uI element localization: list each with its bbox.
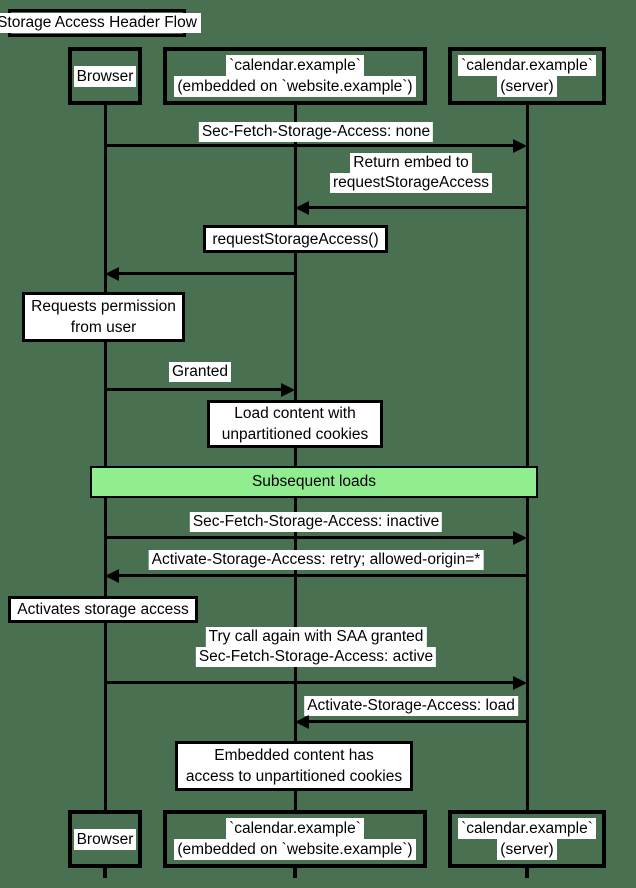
message-label-activate-load: Activate-Storage-Access: load <box>304 696 518 716</box>
arrowhead-left-icon <box>295 201 309 215</box>
actor-server-bottom: `calendar.example` (server) <box>448 810 606 868</box>
arrowhead-left-icon <box>105 569 119 583</box>
arrow-browser-to-server-1 <box>105 144 513 147</box>
arrowhead-left-icon <box>295 715 309 729</box>
message-label-return-embed: Return embed to requestStorageAccess <box>330 153 492 193</box>
actor-server-label-line2: (server) <box>497 76 557 97</box>
note-load-content: Load content with unpartitioned cookies <box>207 400 383 448</box>
arrowhead-left-icon <box>105 267 119 281</box>
lifeline-stub-browser <box>103 868 107 878</box>
actor-server-label-line2: (server) <box>497 839 557 860</box>
arrow-browser-to-server-3 <box>105 681 513 684</box>
message-label-sec-fetch-inactive: Sec-Fetch-Storage-Access: inactive <box>189 512 443 532</box>
actor-server-top: `calendar.example` (server) <box>448 47 606 105</box>
arrowhead-right-icon <box>513 676 527 690</box>
note-activates-storage-access: Activates storage access <box>8 596 198 623</box>
actor-embed-label-line1: `calendar.example` <box>226 55 364 76</box>
message-label-activate-retry: Activate-Storage-Access: retry; allowed-… <box>148 550 484 570</box>
actor-browser-top: Browser <box>68 47 142 105</box>
actor-browser-label: Browser <box>73 828 137 850</box>
actor-embed-top: `calendar.example` (embedded on `website… <box>163 47 427 105</box>
note-requests-permission: Requests permission from user <box>22 292 185 342</box>
lifeline-embed <box>294 105 297 810</box>
actor-embed-label-line2: (embedded on `website.example`) <box>174 76 416 97</box>
arrowhead-right-icon <box>281 383 295 397</box>
lifeline-browser <box>104 105 107 810</box>
arrow-embed-to-browser <box>118 272 295 275</box>
actor-server-label-line1: `calendar.example` <box>458 55 596 76</box>
arrow-server-to-embed-2 <box>308 720 527 723</box>
message-label-sec-fetch-none: Sec-Fetch-Storage-Access: none <box>198 122 434 142</box>
diagram-title-text: Storage Access Header Flow <box>0 13 201 33</box>
arrow-browser-to-server-2 <box>105 536 513 539</box>
message-label-granted: Granted <box>168 362 232 382</box>
divider-subsequent-loads: Subsequent loads <box>90 466 538 498</box>
lifeline-server <box>526 105 529 810</box>
arrowhead-right-icon <box>513 531 527 545</box>
lifeline-stub-server <box>525 868 529 878</box>
note-embedded-content-access: Embedded content has access to unpartiti… <box>175 741 413 791</box>
arrow-server-to-embed-1 <box>308 206 527 209</box>
arrow-browser-to-embed <box>105 388 281 391</box>
diagram-title: Storage Access Header Flow <box>0 9 201 37</box>
message-label-try-again: Try call again with SAA granted Sec-Fetc… <box>195 627 437 667</box>
arrowhead-right-icon <box>513 139 527 153</box>
note-request-storage-access: requestStorageAccess() <box>203 225 388 253</box>
arrow-server-to-browser <box>118 574 527 577</box>
actor-browser-label: Browser <box>73 65 137 87</box>
lifeline-stub-embed <box>293 868 297 878</box>
actor-embed-bottom: `calendar.example` (embedded on `website… <box>163 810 427 868</box>
actor-embed-label-line1: `calendar.example` <box>226 818 364 839</box>
actor-server-label-line1: `calendar.example` <box>458 818 596 839</box>
divider-label: Subsequent loads <box>251 473 377 490</box>
actor-embed-label-line2: (embedded on `website.example`) <box>174 839 416 860</box>
actor-browser-bottom: Browser <box>68 810 142 868</box>
